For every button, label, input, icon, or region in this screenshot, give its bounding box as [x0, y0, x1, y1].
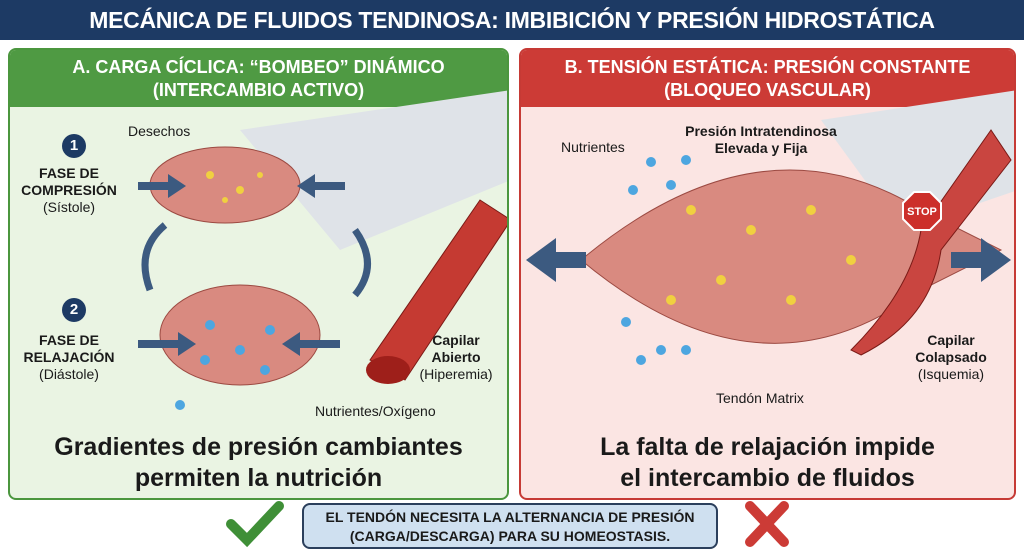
tendon-fibers-upper — [240, 90, 507, 250]
trapped-particles — [666, 205, 856, 305]
conclusion-line: el intercambio de fluidos — [620, 464, 915, 492]
note-line: EL TENDÓN NECESITA LA ALTERNANCIA DE PRE… — [325, 509, 695, 525]
cross-icon — [745, 501, 789, 547]
cycle-arrow — [352, 227, 371, 298]
pressure-label: Presión Intratendinosa Elevada y Fija — [676, 123, 846, 157]
static-illustration — [526, 90, 1014, 365]
stop-sign-icon — [902, 191, 942, 231]
cyclic-illustration — [138, 90, 507, 410]
conclusion-line: permiten la nutrición — [134, 464, 383, 492]
label-line: FASE DE — [39, 332, 99, 348]
label-line: Capilar — [432, 332, 480, 348]
panel-header: B. TENSIÓN ESTÁTICA: PRESIÓN CONSTANTE (… — [521, 50, 1014, 107]
label-line: (Hiperemia) — [419, 366, 493, 382]
cycle-arrow — [141, 222, 168, 292]
stop-sign-text: STOP — [907, 206, 937, 218]
relaxation-phase-label: FASE DE RELAJACIÓN (Diástole) — [14, 332, 124, 383]
waste-particles — [206, 171, 263, 203]
label-line: Abierto — [431, 349, 481, 365]
right-tension-arrow — [951, 238, 1011, 282]
header-line: (BLOQUEO VASCULAR) — [664, 80, 871, 100]
label-line: FASE DE — [39, 165, 99, 181]
note-line: (CARGA/DESCARGA) PARA SU HOMEOSTASIS. — [349, 528, 671, 544]
capillary-opening — [366, 356, 410, 384]
nutrients-oxygen-label: Nutrientes/Oxígeno — [315, 403, 436, 419]
collapsed-capillary-label: Capilar Colapsado (Isquemia) — [901, 332, 1001, 383]
arrows — [138, 174, 345, 356]
conclusion-line: La falta de relajación impide — [600, 433, 935, 461]
conclusion-line: Gradientes de presión cambiantes — [54, 433, 463, 461]
step-1-badge: 1 — [62, 134, 86, 158]
panel-cyclic-loading: A. CARGA CÍCLICA: “BOMBEO” DINÁMICO (INT… — [8, 48, 509, 500]
header-line: A. CARGA CÍCLICA: “BOMBEO” DINÁMICO — [72, 57, 445, 77]
nutrient-droplets — [175, 320, 275, 410]
open-capillary-label: Capilar Abierto (Hiperemia) — [410, 332, 502, 383]
collapsed-capillary — [850, 129, 1012, 356]
page-title: MECÁNICA DE FLUIDOS TENDINOSA: IMBIBICIÓ… — [0, 0, 1024, 40]
panel-static-tension: B. TENSIÓN ESTÁTICA: PRESIÓN CONSTANTE (… — [519, 48, 1016, 500]
nutrients-label: Nutrientes — [561, 139, 625, 155]
left-conclusion: Gradientes de presión cambiantes permite… — [10, 432, 507, 494]
panel-header: A. CARGA CÍCLICA: “BOMBEO” DINÁMICO (INT… — [10, 50, 507, 107]
tendon-matrix-label: Tendón Matrix — [716, 390, 804, 406]
right-conclusion: La falta de relajación impide el interca… — [521, 432, 1014, 494]
step-2-badge: 2 — [62, 298, 86, 322]
header-line: B. TENSIÓN ESTÁTICA: PRESIÓN CONSTANTE — [564, 57, 971, 77]
label-line: Elevada y Fija — [714, 140, 808, 156]
label-line: Presión Intratendinosa — [685, 123, 837, 139]
homeostasis-note: EL TENDÓN NECESITA LA ALTERNANCIA DE PRE… — [302, 503, 718, 549]
label-line: Colapsado — [915, 349, 987, 365]
label-line: (Isquemia) — [917, 366, 985, 382]
label-line: Capilar — [927, 332, 975, 348]
compression-phase-label: FASE DE COMPRESIÓN (Sístole) — [14, 165, 124, 216]
blocked-nutrient-droplets — [621, 155, 691, 365]
header-line: (INTERCAMBIO ACTIVO) — [152, 80, 365, 100]
label-line: RELAJACIÓN — [23, 349, 115, 365]
label-line: COMPRESIÓN — [21, 182, 117, 198]
checkmark-icon — [226, 501, 284, 548]
label-line: (Diástole) — [39, 366, 99, 382]
label-line: (Sístole) — [42, 199, 96, 215]
waste-label: Desechos — [128, 123, 191, 139]
left-tension-arrow — [526, 238, 586, 282]
